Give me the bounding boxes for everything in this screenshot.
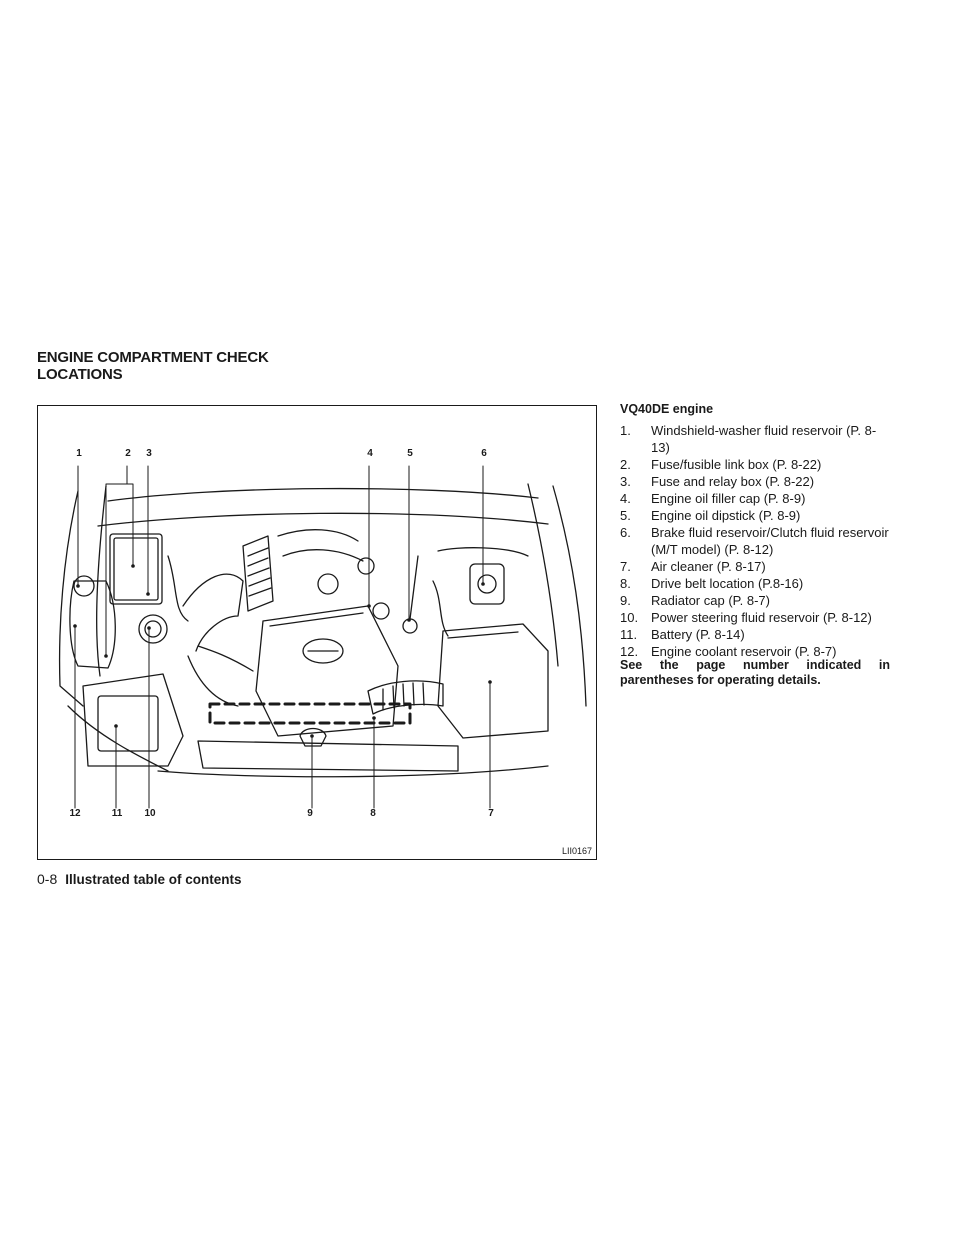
list-item: 7. Air cleaner (P. 8-17) [620,558,892,575]
section-title: ENGINE COMPARTMENT CHECK LOCATIONS [37,349,269,383]
callout-3: 3 [146,448,152,459]
item-number: 4. [620,491,631,506]
item-number: 3. [620,474,631,489]
item-text: Fuse and relay box (P. 8-22) [651,474,815,489]
list-item: 10. Power steering fluid reservoir (P. 8-… [620,609,892,626]
item-text: Fuse/fusible link box (P. 8-22) [651,457,822,472]
list-item: 6. Brake fluid reservoir/Clutch fluid res… [620,524,892,558]
callout-2: 2 [125,448,131,459]
item-text: Engine coolant reservoir (P. 8-7) [651,644,837,659]
item-text: Windshield-washer fluid reservoir (P. 8-… [651,423,877,455]
list-item: 8. Drive belt location (P.8-16) [620,575,892,592]
list-item: 11. Battery (P. 8-14) [620,626,892,643]
item-text: Drive belt location (P.8-16) [651,576,804,591]
engine-compartment-illustration: 1 2 3 4 5 6 12 11 10 9 8 7 LII0167 [37,405,597,860]
page-footer: 0-8 Illustrated table of contents [37,871,242,888]
item-number: 8. [620,576,631,591]
section-title-line2: LOCATIONS [37,366,123,383]
list-item: 9. Radiator cap (P. 8-7) [620,592,892,609]
operating-details-note: See the page number indicated in parenth… [620,658,890,687]
list-item: 4. Engine oil filler cap (P. 8-9) [620,490,892,507]
item-text: Engine oil filler cap (P. 8-9) [651,491,806,506]
item-text: Power steering fluid reservoir (P. 8-12) [651,610,872,625]
check-location-list: 1. Windshield-washer fluid reservoir (P. … [620,422,892,660]
list-item: 5. Engine oil dipstick (P. 8-9) [620,507,892,524]
list-item: 12. Engine coolant reservoir (P. 8-7) [620,643,892,660]
item-number: 5. [620,508,631,523]
item-text: Brake fluid reservoir/Clutch fluid reser… [651,525,889,557]
list-item: 2. Fuse/fusible link box (P. 8-22) [620,456,892,473]
callout-12: 12 [69,808,81,819]
item-number: 2. [620,457,631,472]
list-item: 1. Windshield-washer fluid reservoir (P. … [620,422,892,456]
figure-code: LII0167 [561,846,592,856]
callout-5: 5 [407,448,413,459]
callout-10: 10 [144,808,156,819]
callout-8: 8 [370,808,376,819]
callout-6: 6 [481,448,487,459]
list-item: 3. Fuse and relay box (P. 8-22) [620,473,892,490]
callout-7: 7 [488,808,494,819]
engine-drawing [58,465,587,809]
item-number: 10. [620,610,639,625]
page-number: 0-8 [37,871,58,887]
footer-label: Illustrated table of contents [65,872,242,887]
item-text: Engine oil dipstick (P. 8-9) [651,508,801,523]
item-text: Air cleaner (P. 8-17) [651,559,766,574]
item-number: 1. [620,423,631,438]
item-number: 7. [620,559,631,574]
item-text: Battery (P. 8-14) [651,627,745,642]
item-number: 11. [620,627,638,642]
item-number: 12. [620,644,639,659]
section-title-line1: ENGINE COMPARTMENT CHECK [37,349,269,366]
item-number: 6. [620,525,631,540]
callout-4: 4 [367,448,373,459]
callout-1: 1 [76,448,82,459]
callout-9: 9 [307,808,313,819]
item-text: Radiator cap (P. 8-7) [651,593,770,608]
item-number: 9. [620,593,631,608]
callout-11: 11 [111,808,123,819]
list-heading: VQ40DE engine [620,402,714,416]
